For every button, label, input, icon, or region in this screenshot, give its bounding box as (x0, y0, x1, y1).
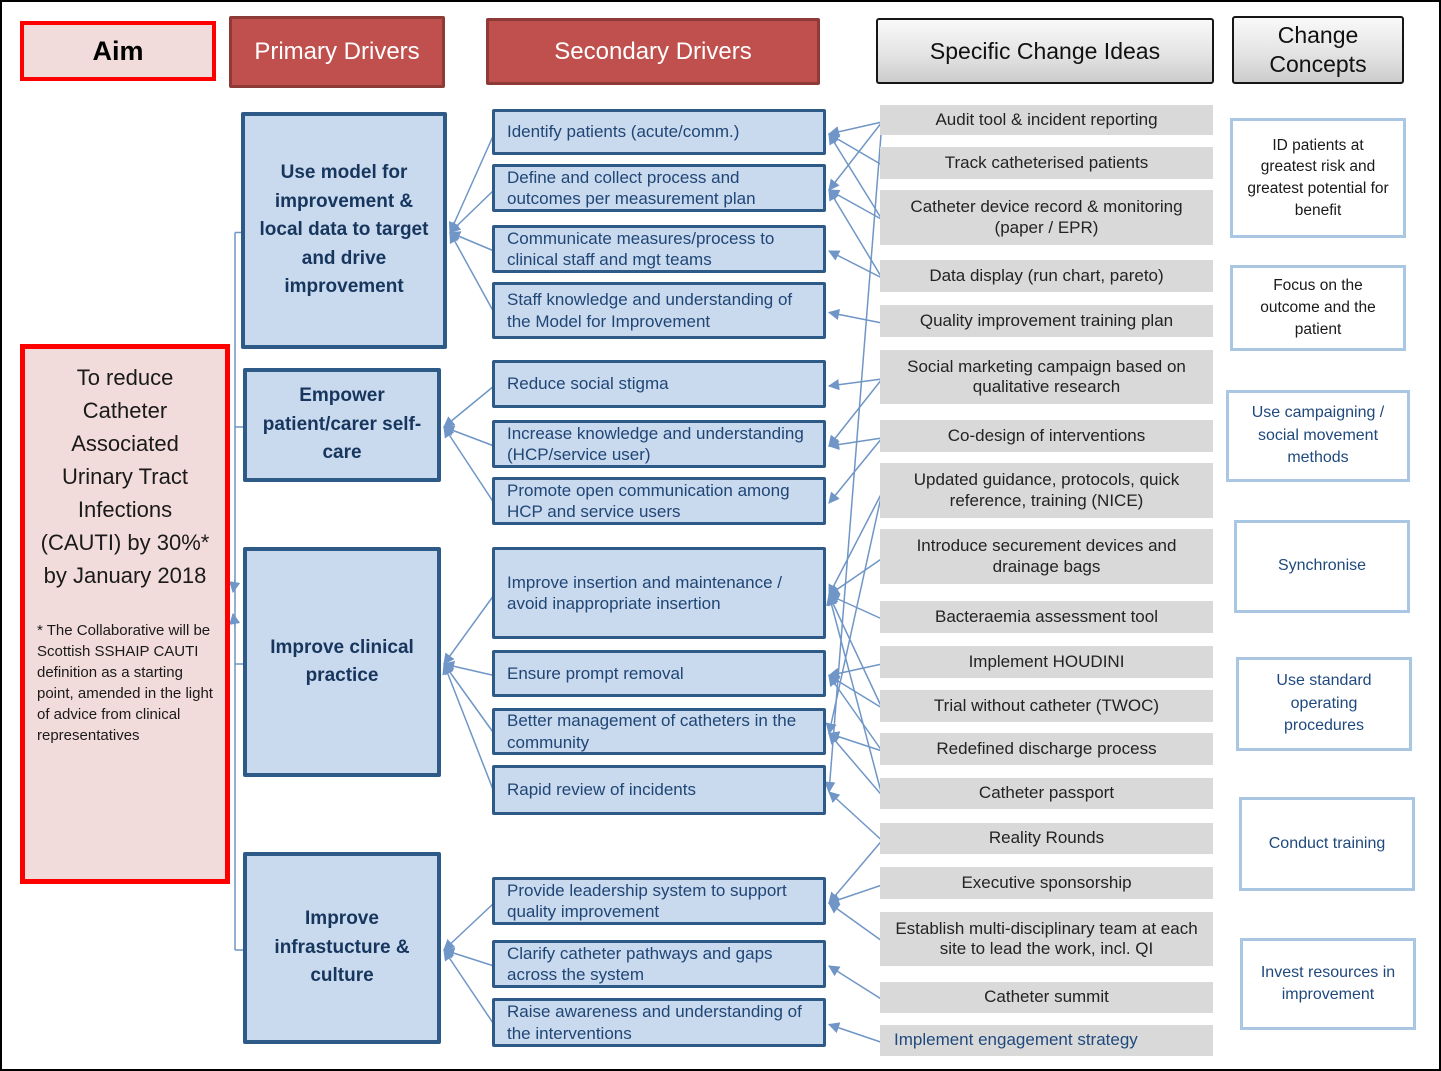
change-idea-updated-guidance-nice: Updated guidance, protocols, quick refer… (880, 463, 1213, 518)
change-idea-qi-training-plan: Quality improvement training plan (880, 305, 1213, 337)
change-idea-executive-sponsorship: Executive sponsorship (880, 867, 1213, 899)
change-idea-social-marketing-campaign: Social marketing campaign based on quali… (880, 350, 1213, 404)
change-idea-co-design: Co-design of interventions (880, 420, 1213, 452)
secondary-driver-staff-knowledge-moi: Staff knowledge and understanding of the… (492, 282, 826, 339)
change-concept-invest-resources: Invest resources in improvement (1240, 938, 1416, 1030)
change-idea-catheter-device-record: Catheter device record & monitoring (pap… (880, 190, 1213, 245)
change-idea-securement-devices: Introduce securement devices and drainag… (880, 529, 1213, 584)
change-idea-trial-without-catheter: Trial without catheter (TWOC) (880, 690, 1213, 722)
change-idea-catheter-summit: Catheter summit (880, 982, 1213, 1013)
secondary-driver-better-community-management: Better management of catheters in the co… (492, 708, 826, 755)
change-concept-conduct-training: Conduct training (1239, 797, 1415, 891)
header-aim: Aim (20, 21, 216, 81)
secondary-driver-ensure-prompt-removal: Ensure prompt removal (492, 650, 826, 697)
secondary-driver-identify-patients: Identify patients (acute/comm.) (492, 109, 826, 155)
secondary-driver-improve-insertion-maintenance: Improve insertion and maintenance / avoi… (492, 547, 826, 639)
secondary-driver-clarify-catheter-pathways: Clarify catheter pathways and gaps acros… (492, 940, 826, 988)
primary-driver-empower-self-care: Empower patient/carer self-care (243, 368, 441, 482)
change-idea-track-catheterised-patients: Track catheterised patients (880, 147, 1213, 179)
primary-driver-improve-infrastructure-culture: Improve infrastucture & culture (243, 852, 441, 1044)
header-primary-drivers: Primary Drivers (229, 16, 445, 88)
secondary-driver-provide-leadership-system: Provide leadership system to support qua… (492, 877, 826, 925)
aim-statement-box: To reduce Catheter Associated Urinary Tr… (20, 344, 230, 884)
secondary-driver-promote-open-communication: Promote open communication among HCP and… (492, 477, 826, 525)
change-idea-bacteraemia-assessment-tool: Bacteraemia assessment tool (880, 601, 1213, 633)
primary-driver-improve-clinical-practice: Improve clinical practice (243, 547, 441, 777)
change-concept-synchronise: Synchronise (1234, 520, 1410, 613)
secondary-driver-define-collect-measures: Define and collect process and outcomes … (492, 164, 826, 212)
primary-driver-model-for-improvement: Use model for improvement & local data t… (241, 112, 447, 349)
change-idea-redefined-discharge-process: Redefined discharge process (880, 733, 1213, 765)
change-concept-campaigning: Use campaigning / social movement method… (1226, 390, 1410, 482)
header-specific-change-ideas: Specific Change Ideas (876, 18, 1214, 84)
secondary-driver-increase-knowledge: Increase knowledge and understanding (HC… (492, 420, 826, 468)
secondary-driver-reduce-social-stigma: Reduce social stigma (492, 360, 826, 408)
change-idea-catheter-passport: Catheter passport (880, 778, 1213, 809)
change-concept-id-patients: ID patients at greatest risk and greates… (1230, 118, 1406, 238)
change-concept-focus-on-outcome: Focus on the outcome and the patient (1230, 265, 1406, 351)
aim-footnote-text: * The Collaborative will be Scottish SSH… (37, 622, 213, 744)
header-change-concepts: Change Concepts (1232, 16, 1404, 84)
header-secondary-drivers: Secondary Drivers (486, 18, 820, 85)
change-idea-implement-houdini: Implement HOUDINI (880, 646, 1213, 678)
change-idea-reality-rounds: Reality Rounds (880, 823, 1213, 854)
change-idea-audit-tool: Audit tool & incident reporting (880, 105, 1213, 135)
aim-goal-text: To reduce Catheter Associated Urinary Tr… (40, 365, 210, 588)
change-idea-data-display: Data display (run chart, pareto) (880, 260, 1213, 292)
secondary-driver-raise-awareness: Raise awareness and understanding of the… (492, 998, 826, 1047)
secondary-driver-rapid-review-incidents: Rapid review of incidents (492, 765, 826, 815)
change-concept-standard-operating-procedures: Use standard operating procedures (1236, 657, 1412, 751)
change-idea-implement-engagement-strategy: Implement engagement strategy (880, 1025, 1213, 1056)
change-idea-establish-mdt: Establish multi-disciplinary team at eac… (880, 912, 1213, 966)
secondary-driver-communicate-measures: Communicate measures/process to clinical… (492, 225, 826, 273)
